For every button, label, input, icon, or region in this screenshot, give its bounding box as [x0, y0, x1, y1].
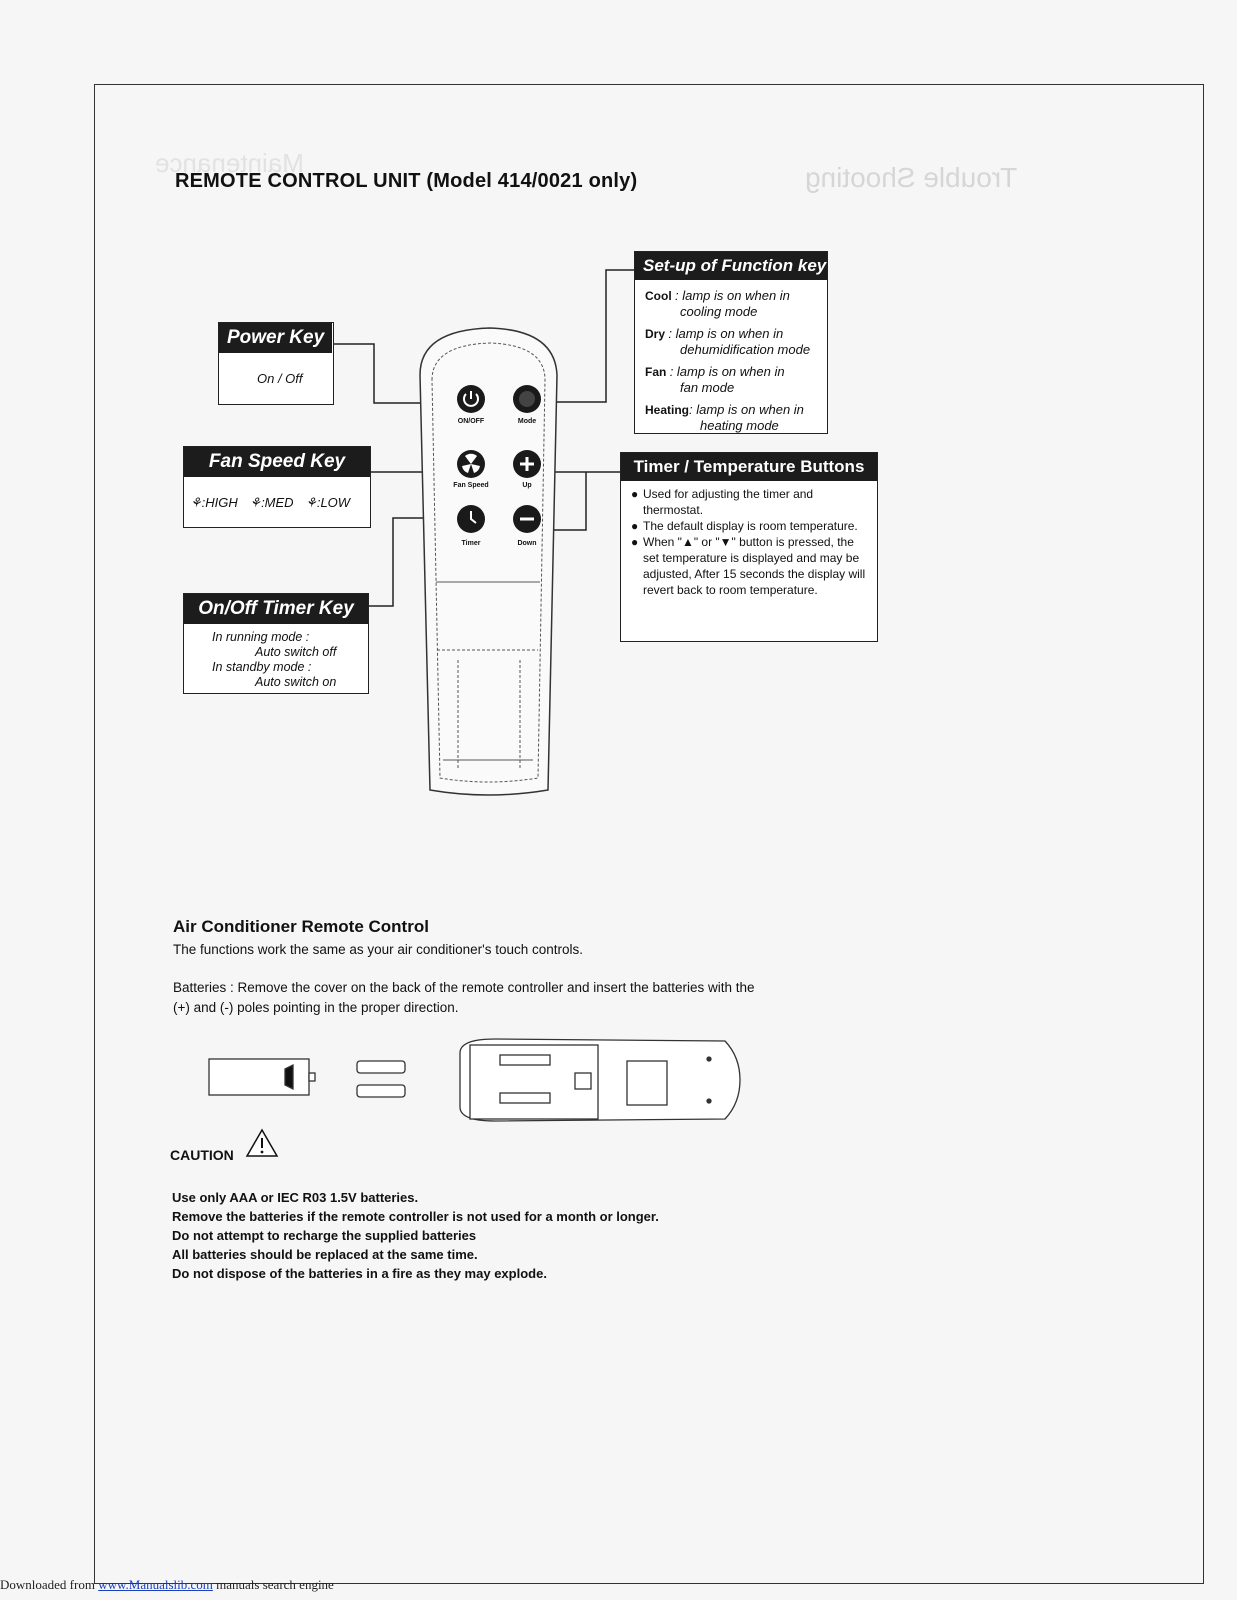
fan-high-icon: ⚘ [190, 495, 202, 510]
down-caption: Down [517, 540, 537, 547]
timer-button-icon[interactable] [456, 504, 486, 534]
caution-line: Do not dispose of the batteries in a fir… [172, 1266, 547, 1281]
power-key-desc: On / Off [257, 371, 303, 386]
caution-list: Use only AAA or IEC R03 1.5V batteries. … [172, 1188, 659, 1283]
fan-speed-button-icon[interactable] [456, 449, 486, 479]
manualslib-link[interactable]: www.Manualslib.com [98, 1577, 213, 1592]
page-title: REMOTE CONTROL UNIT (Model 414/0021 only… [175, 170, 638, 192]
mode-button-icon[interactable] [512, 384, 542, 414]
fan-speed-levels: ⚘:HIGH ⚘:MED ⚘:LOW [190, 495, 350, 511]
caution-label: CAUTION [170, 1147, 234, 1163]
footer-suffix: manuals search engine [212, 1577, 334, 1592]
caution-line: Do not attempt to recharge the supplied … [172, 1228, 477, 1243]
function-key-box: Set-up of Function key Cool : lamp is on… [634, 251, 828, 434]
up-button-icon[interactable] [512, 449, 542, 479]
section-text: The functions work the same as your air … [173, 942, 584, 957]
up-caption: Up [522, 482, 532, 489]
mode-caption: Mode [517, 418, 537, 425]
timer-temp-bullet-1: ●Used for adjusting the timer and thermo… [631, 487, 814, 517]
timer-temp-box: Timer / Temperature Buttons ●Used for ad… [620, 452, 878, 642]
fan-low-icon: ⚘ [305, 495, 317, 510]
fan-high-text: :HIGH [201, 495, 238, 510]
timer-temp-label: Timer / Temperature Buttons [621, 453, 877, 481]
timer-key-box: On/Off Timer Key In running mode : Auto … [183, 593, 369, 694]
caution-line: Use only AAA or IEC R03 1.5V batteries. [172, 1190, 419, 1205]
fan-speed-key-label: Fan Speed Key [184, 447, 370, 477]
timer-key-desc: In running mode : Auto switch off In sta… [212, 630, 336, 690]
fan-speed-caption: Fan Speed [453, 482, 489, 489]
function-key-label: Set-up of Function key [635, 252, 827, 280]
page-frame [94, 84, 1204, 1584]
timer-line-1: In running mode : [212, 630, 310, 644]
footer-prefix: Downloaded from [0, 1577, 99, 1592]
onoff-caption: ON/OFF [457, 418, 485, 425]
timer-temp-bullet-2: ●The default display is room temperature… [631, 519, 858, 533]
timer-line-3: In standby mode : [212, 660, 312, 674]
timer-line-4: Auto switch on [255, 675, 337, 689]
batteries-text-1: Batteries : Remove the cover on the back… [173, 980, 755, 995]
timer-line-2: Auto switch off [255, 645, 337, 659]
down-button-icon[interactable] [512, 504, 542, 534]
battery-illustration [208, 1038, 741, 1122]
timer-caption: Timer [461, 540, 481, 547]
warning-icon [245, 1128, 279, 1157]
power-button-icon[interactable] [456, 384, 486, 414]
section-heading: Air Conditioner Remote Control [173, 917, 429, 936]
caution-line: All batteries should be replaced at the … [172, 1247, 478, 1262]
fan-med-icon: ⚘ [249, 495, 262, 510]
fan-speed-key-box: Fan Speed Key ⚘:HIGH ⚘:MED ⚘:LOW [183, 446, 371, 528]
fan-med-text: :MED [261, 495, 294, 510]
timer-temp-bullet-3: ●When "▲" or "▼" button is pressed, the … [631, 535, 866, 597]
timer-key-label: On/Off Timer Key [184, 594, 368, 624]
power-key-label: Power Key [219, 323, 333, 353]
power-key-box: Power Key On / Off [218, 322, 334, 405]
caution-line: Remove the batteries if the remote contr… [172, 1209, 659, 1224]
download-footer: Downloaded from www.Manualslib.com manua… [0, 1577, 334, 1593]
batteries-text-2: (+) and (-) poles pointing in the proper… [173, 1000, 459, 1015]
timer-temp-bullets: ●Used for adjusting the timer and thermo… [631, 486, 871, 598]
fan-low-text: :LOW [316, 495, 351, 510]
